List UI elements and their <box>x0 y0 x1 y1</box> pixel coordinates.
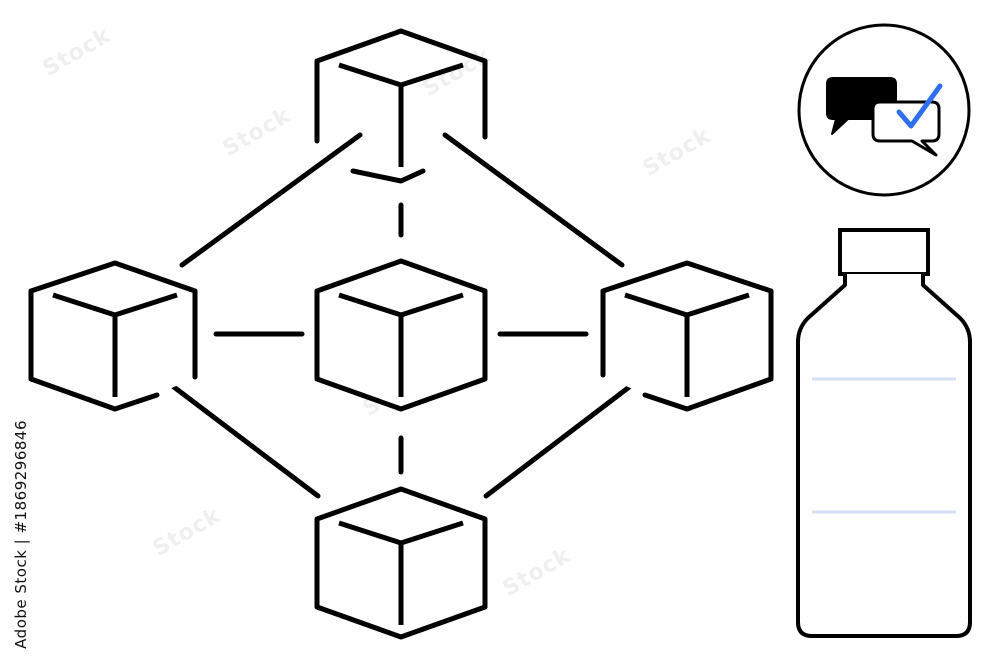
bottle-body <box>796 274 972 638</box>
stock-id-label: Adobe Stock | #1869296846 <box>12 420 30 649</box>
connector-left-bottom <box>155 372 321 499</box>
network-connections <box>155 132 648 499</box>
cube-center <box>317 261 485 409</box>
bottle-cap <box>838 228 930 276</box>
connector-top-left <box>179 132 363 268</box>
light-speech-bubble-icon <box>871 100 941 157</box>
cube-left <box>28 260 198 412</box>
dark-speech-bubble-icon <box>826 77 897 135</box>
chat-bubbles-check-icon <box>797 23 971 197</box>
cube-top <box>314 28 488 184</box>
cube-right <box>600 260 774 412</box>
water-bottle-icon <box>796 228 972 638</box>
check-mark-icon <box>896 83 943 129</box>
connector-top-right <box>442 132 625 268</box>
cube-bottom <box>317 489 485 637</box>
connector-right-bottom <box>483 372 648 499</box>
